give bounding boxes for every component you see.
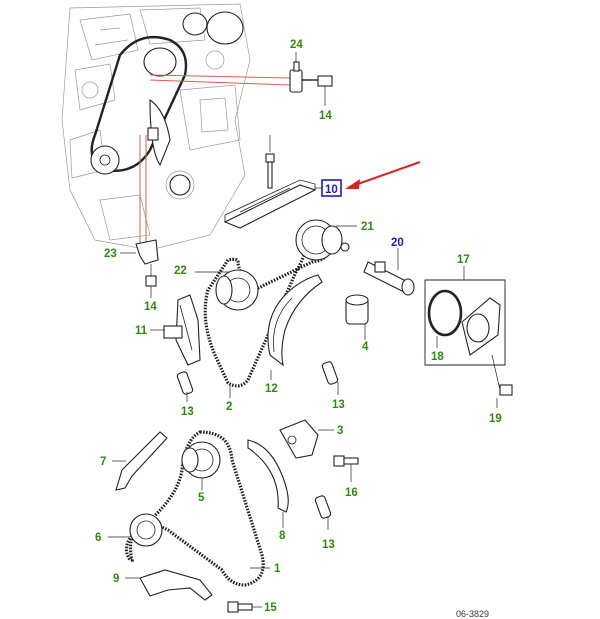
label-6: 6 [95, 532, 101, 544]
bolt-16 [333, 455, 359, 482]
bolt-15 [227, 601, 262, 613]
engine-overview-illustration [61, 3, 251, 251]
cam-actuator-4 [345, 294, 369, 340]
cover-assembly-17 [424, 266, 506, 366]
label-13: 13 [322, 539, 335, 551]
guide-bolts-13 [176, 361, 339, 402]
label-22: 22 [174, 265, 187, 277]
label-16: 16 [345, 487, 358, 499]
chain-tensioner-11 [150, 294, 201, 366]
label-14: 14 [144, 301, 157, 313]
sensor-bracket-part [289, 52, 333, 106]
part-number-labels: 24 14 14 10 21 20 17 23 22 14 11 4 18 12… [95, 39, 502, 614]
chain-guide-9 [125, 569, 213, 601]
camshaft-sprocket-22 [195, 269, 259, 311]
label-17: 17 [457, 254, 470, 266]
crankshaft-sprocket-5 [181, 441, 221, 490]
label-14: 14 [319, 110, 332, 122]
guide-bolt-13-lower [314, 495, 332, 530]
label-13: 13 [181, 406, 194, 418]
callout-arrow [345, 161, 421, 189]
sprocket-6 [108, 513, 163, 547]
reference-code: 06-3829 [456, 609, 489, 619]
label-9: 9 [113, 573, 119, 585]
label-8: 8 [279, 530, 286, 542]
chain-guide-8 [247, 439, 289, 528]
label-10: 10 [325, 184, 338, 196]
label-19: 19 [489, 413, 502, 425]
label-18: 18 [431, 351, 444, 363]
label-13: 13 [332, 399, 345, 411]
label-11: 11 [135, 325, 148, 337]
guide-lines [139, 74, 291, 250]
label-24: 24 [290, 39, 303, 51]
label-1: 1 [274, 563, 281, 575]
label-20: 20 [391, 237, 404, 249]
label-2: 2 [226, 401, 232, 413]
top-guide-rail-part [223, 135, 322, 229]
label-21: 21 [361, 221, 374, 233]
chain-tensioner-3 [279, 419, 334, 459]
bolt-19 [491, 354, 513, 408]
label-15: 15 [264, 602, 277, 614]
camshaft-sprocket-21 [295, 219, 357, 261]
highlight-box-10 [321, 179, 342, 197]
chain-guide-12 [267, 274, 323, 367]
bracket-23 [120, 239, 159, 298]
label-3: 3 [337, 425, 343, 437]
label-4: 4 [362, 341, 369, 353]
label-12: 12 [265, 383, 278, 395]
vvt-solenoid-20 [363, 248, 415, 296]
label-5: 5 [198, 492, 205, 504]
chain-tensioner-7 [112, 431, 168, 491]
leader-lines [229, 370, 272, 569]
label-7: 7 [100, 456, 106, 468]
label-23: 23 [104, 248, 117, 260]
